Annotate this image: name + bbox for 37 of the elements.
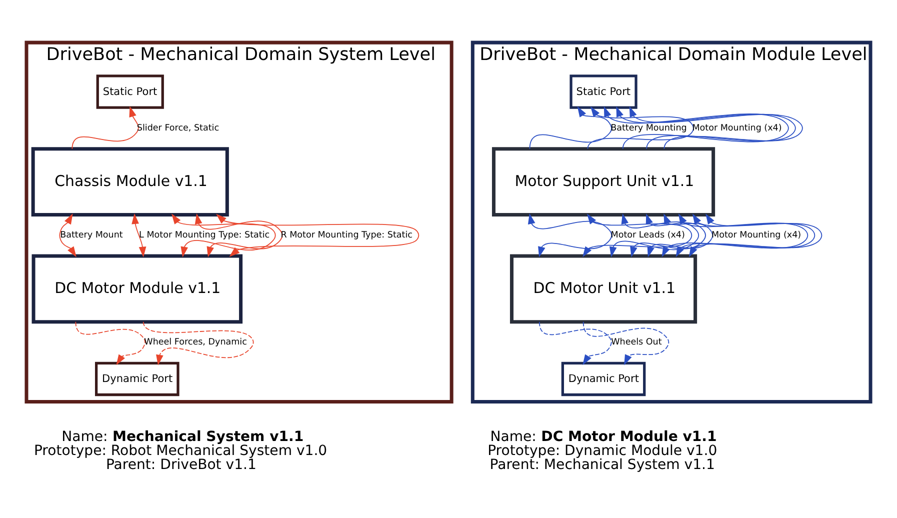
node-box: Dynamic Port — [95, 361, 180, 396]
node-label: Prototype: Dynamic Module v1.0 — [488, 442, 718, 459]
node-box: Dynamic Port — [561, 361, 646, 396]
node-label: Name: DC Motor Module v1.1 — [490, 428, 717, 445]
node-label: Parent: Mechanical System v1.1 — [490, 456, 715, 473]
node-box: DC Motor Unit v1.1 — [510, 254, 698, 324]
arrow — [194, 212, 283, 257]
arrow — [75, 320, 146, 365]
edge-label: Wheel Forces, Dynamic — [144, 337, 247, 348]
node-box: Motor Support Unit v1.1 — [492, 146, 716, 216]
edge-label: Battery Mounting — [610, 122, 687, 133]
edge-label: Motor Leads (x4) — [610, 230, 685, 240]
arrow — [609, 212, 700, 257]
arrow — [132, 212, 146, 257]
node-label: Prototype: Robot Mechanical System v1.0 — [34, 442, 328, 459]
arrow — [216, 213, 420, 256]
arrow — [647, 212, 714, 257]
node-label: Parent: DriveBot v1.1 — [106, 456, 256, 473]
arrow — [72, 106, 139, 149]
node-box: Static Port — [96, 74, 164, 108]
arrow — [630, 212, 706, 257]
node-box: Static Port — [570, 74, 638, 108]
arrow — [142, 320, 254, 365]
arrow — [172, 213, 276, 257]
arrow — [538, 320, 612, 365]
arrow — [59, 213, 76, 257]
arrow — [582, 213, 692, 257]
node-box: DC Motor Module v1.1 — [32, 254, 243, 324]
edge-label: Battery Mount — [60, 230, 123, 240]
arrow — [587, 106, 694, 149]
edge-label: L Motor Mounting Type: Static — [139, 230, 270, 240]
arrow — [529, 106, 612, 149]
arrow — [582, 320, 670, 365]
node-box: Chassis Module v1.1 — [31, 146, 229, 216]
arrow — [528, 212, 612, 257]
node-label: Name: Mechanical System v1.1 — [62, 428, 304, 445]
edge-label: Wheels Out — [611, 337, 662, 348]
